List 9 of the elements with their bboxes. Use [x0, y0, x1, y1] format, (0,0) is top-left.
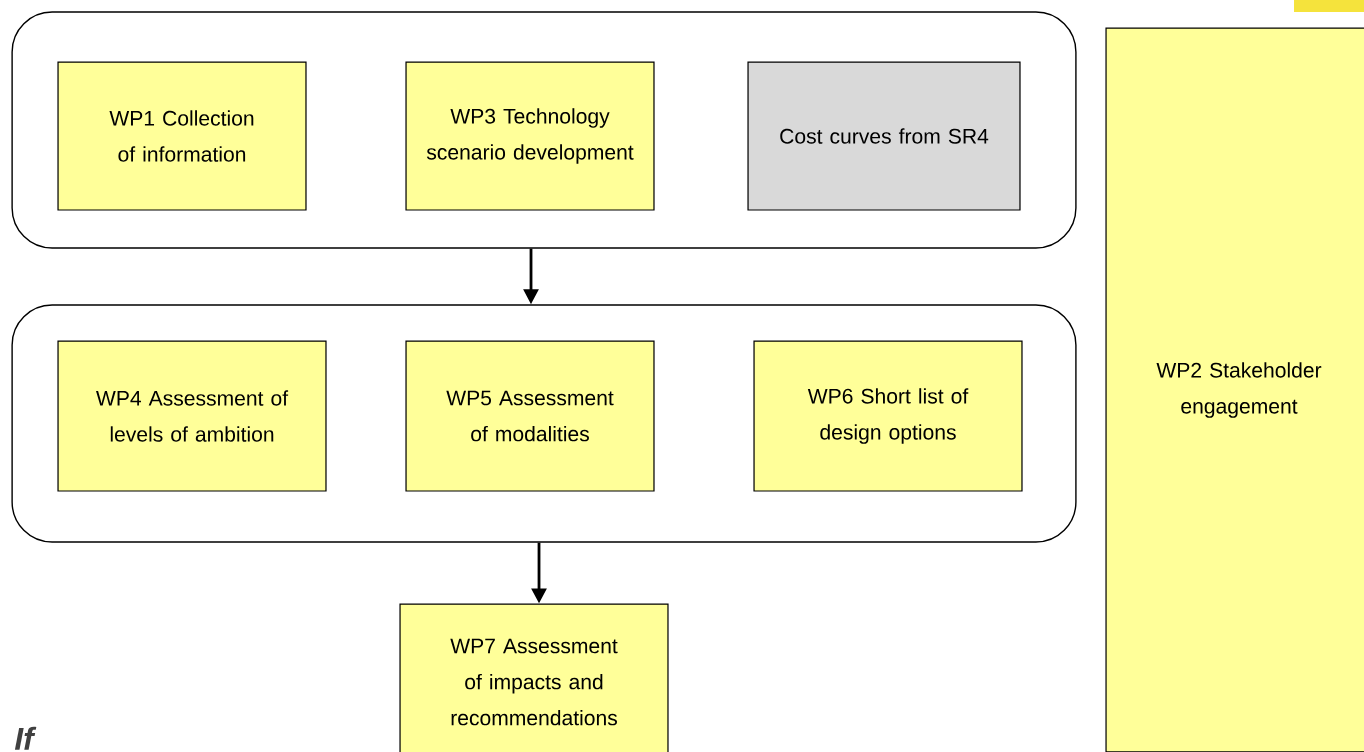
work-package-box: WP6 Short list of design options [753, 340, 1023, 492]
work-package-box: WP4 Assessment of levels of ambition [57, 340, 327, 492]
input-box: Cost curves from SR4 [747, 61, 1021, 211]
work-package-box: WP1 Collection of information [57, 61, 307, 211]
work-package-box: WP2 Stakeholder engagement [1105, 27, 1364, 752]
work-package-box: WP7 Assessment of impacts and recommendations [399, 603, 669, 752]
work-package-box: WP5 Assessment of modalities [405, 340, 655, 492]
work-package-box: WP3 Technology scenario development [405, 61, 655, 211]
note-text: If [14, 726, 37, 750]
